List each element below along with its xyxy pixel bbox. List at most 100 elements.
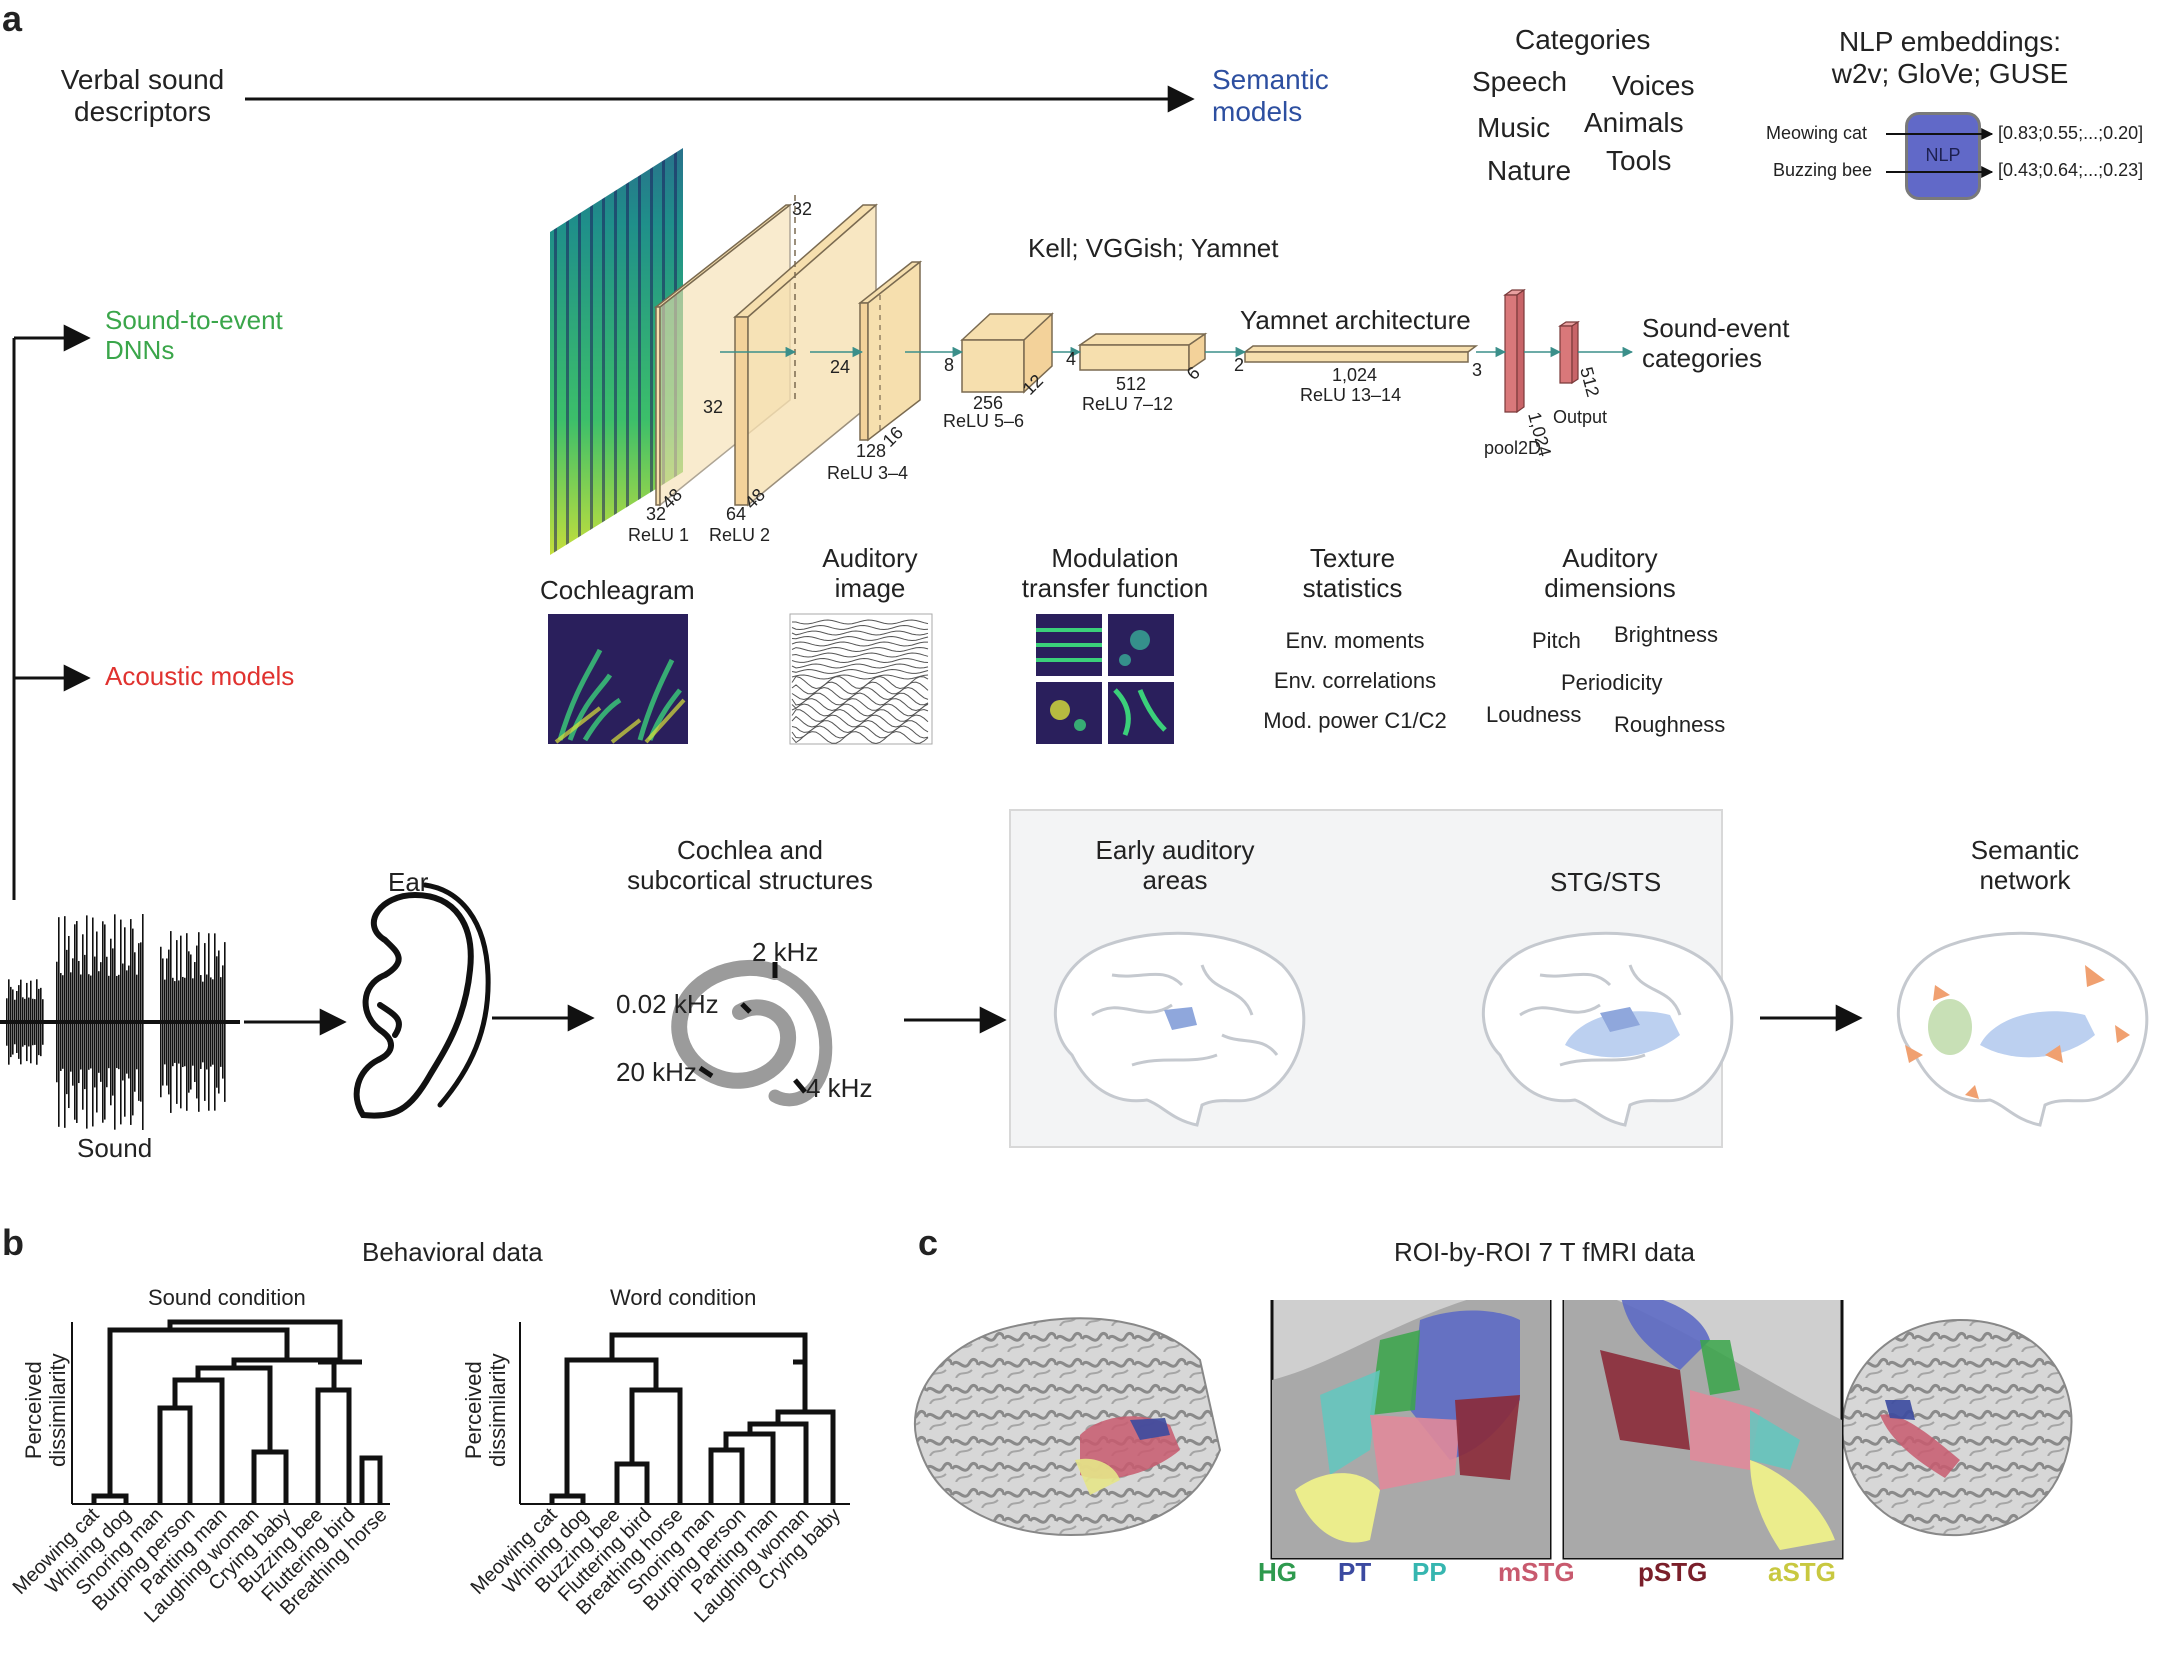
svg-text:256: 256 xyxy=(973,393,1003,413)
svg-text:4: 4 xyxy=(1066,349,1076,369)
nlp-box: NLP xyxy=(1905,112,1981,200)
svg-text:1,024: 1,024 xyxy=(1332,365,1377,385)
svg-text:ReLU 2: ReLU 2 xyxy=(709,525,770,545)
category-voices: Voices xyxy=(1612,70,1695,101)
svg-text:128: 128 xyxy=(856,441,886,461)
panel-b-label: b xyxy=(2,1222,24,1263)
freq-002khz: 0.02 kHz xyxy=(616,989,719,1019)
texture-item: Env. moments xyxy=(1285,628,1425,653)
roi-astg-label: aSTG xyxy=(1768,1557,1836,1587)
texture-item: Mod. power C1/C2 xyxy=(1263,708,1447,733)
panel-c-label: c xyxy=(918,1222,939,1263)
svg-text:24: 24 xyxy=(830,357,850,377)
category-animals: Animals xyxy=(1584,107,1684,138)
brain-semantic xyxy=(1896,931,2149,1127)
right-roi-overlay xyxy=(1880,1414,1960,1478)
svg-text:512: 512 xyxy=(1116,374,1146,394)
auditory-image-trace xyxy=(791,708,929,723)
auditory-image-trace xyxy=(791,624,929,631)
roi-legend: HG PT PP mSTG pSTG aSTG xyxy=(1258,1557,1836,1598)
auditory-image-trace xyxy=(791,646,929,653)
auditory-image-trace xyxy=(791,674,929,680)
right-hemisphere xyxy=(1841,1318,2073,1537)
svg-text:32: 32 xyxy=(792,199,812,219)
svg-text:3: 3 xyxy=(1472,360,1482,380)
auditory-image-trace xyxy=(792,619,929,625)
nlp-output-meowing: [0.83;0.55;...;0.20] xyxy=(1998,123,2144,143)
svg-text:2: 2 xyxy=(1234,355,1244,375)
auditory-image-trace xyxy=(791,635,929,642)
mtf-thumb xyxy=(1036,614,1174,744)
word-dendrogram xyxy=(549,1332,836,1504)
word-axes xyxy=(519,1322,850,1505)
auditory-image-thumb xyxy=(789,613,933,745)
nlp-input-buzzing: Buzzing bee xyxy=(1773,160,1873,180)
stg-sts-label: STG/STS xyxy=(1550,867,1662,897)
cochleagram-thumb xyxy=(548,614,688,744)
ear-label: Ear xyxy=(388,867,429,897)
sound-waveform xyxy=(0,914,240,1130)
dnn-title: Kell; VGGish; Yamnet xyxy=(1028,233,1279,263)
svg-text:Output: Output xyxy=(1553,407,1607,427)
auditory-image-trace xyxy=(791,641,928,647)
svg-text:ReLU 1: ReLU 1 xyxy=(628,525,689,545)
dimension-brightness: Brightness xyxy=(1614,622,1718,647)
auditory-image-trace xyxy=(791,692,929,706)
auditory-image-trace xyxy=(791,686,929,701)
auditory-image-trace xyxy=(791,663,929,669)
dimension-pitch: Pitch xyxy=(1532,628,1581,653)
svg-text:ReLU 5–6: ReLU 5–6 xyxy=(943,411,1024,431)
auditory-image-trace xyxy=(791,668,929,675)
fmri-title: ROI-by-ROI 7 T fMRI data xyxy=(1394,1237,1696,1267)
word-condition-title: Word condition xyxy=(610,1285,757,1310)
svg-text:32: 32 xyxy=(646,504,666,524)
auditory-image-trace xyxy=(791,725,929,739)
dimension-roughness: Roughness xyxy=(1614,712,1726,737)
panel-a-label: a xyxy=(2,0,23,39)
svg-text:32: 32 xyxy=(703,397,723,417)
roi-pt-label: PT xyxy=(1338,1557,1372,1587)
freq-4khz: 4 kHz xyxy=(806,1073,873,1103)
svg-text:ReLU 13–14: ReLU 13–14 xyxy=(1300,385,1401,405)
auditory-image-trace xyxy=(791,730,929,745)
panel-a-diagram: 32 32 32 48 ReLU 1 64 48 ReLU 2 24 128 1… xyxy=(0,85,2149,1148)
nlp-output-buzzing: [0.43;0.64;...;0.23] xyxy=(1998,160,2144,180)
auditory-image-trace xyxy=(791,630,929,636)
ear-icon xyxy=(353,882,491,1119)
category-speech: Speech xyxy=(1472,66,1567,97)
cochlea-spiral-icon xyxy=(671,959,833,1107)
categories-title: Categories xyxy=(1515,24,1651,55)
freq-2khz: 2 kHz xyxy=(752,937,819,967)
nlp-title: NLP embeddings:w2v; GloVe; GUSE xyxy=(1831,26,2069,90)
category-music: Music xyxy=(1477,112,1551,143)
auditory-image-trace xyxy=(791,703,929,717)
roi-mstg-label: mSTG xyxy=(1498,1557,1575,1587)
auditory-image-trace xyxy=(791,652,929,658)
cochleagram-label: Cochleagram xyxy=(540,575,695,605)
dimension-periodicity: Periodicity xyxy=(1561,670,1663,695)
roi-pp-label: PP xyxy=(1412,1557,1447,1587)
brain-stg xyxy=(1481,931,1734,1127)
svg-text:pool2D: pool2D xyxy=(1484,438,1541,458)
svg-text:ReLU 7–12: ReLU 7–12 xyxy=(1082,394,1173,414)
fmri-figure xyxy=(914,1300,2073,1560)
auditory-image-trace xyxy=(791,657,929,664)
freq-20khz: 20 kHz xyxy=(616,1057,697,1087)
dimension-loudness: Loudness xyxy=(1486,702,1582,727)
roi-hg-label: HG xyxy=(1258,1557,1297,1587)
svg-text:8: 8 xyxy=(944,355,954,375)
category-tools: Tools xyxy=(1606,145,1672,176)
category-nature: Nature xyxy=(1487,155,1572,186)
svg-text:64: 64 xyxy=(726,504,746,524)
svg-text:ReLU 3–4: ReLU 3–4 xyxy=(827,463,908,483)
brain-early xyxy=(1053,931,1306,1127)
